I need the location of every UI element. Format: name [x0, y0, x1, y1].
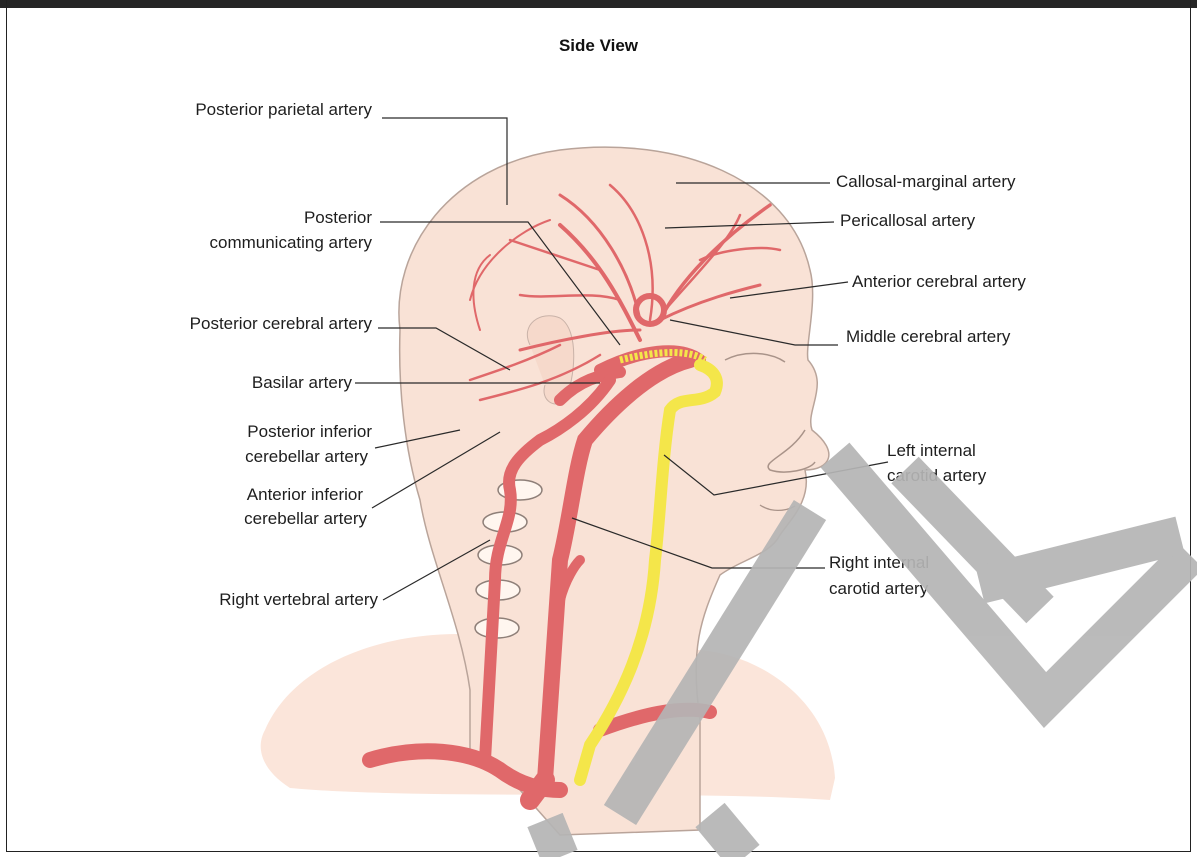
sample-watermark	[0, 0, 1197, 857]
